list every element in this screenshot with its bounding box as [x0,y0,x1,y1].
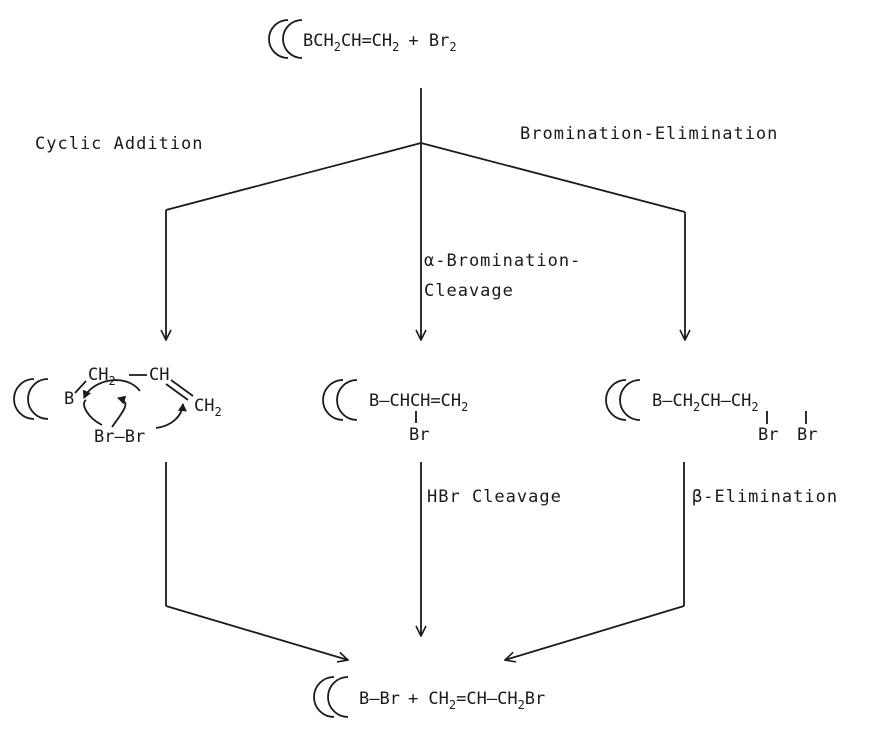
svg-text:CH2: CH2 [88,365,116,388]
product-sub1: 2 [449,698,456,712]
label-cyclic-addition: Cyclic Addition [35,134,204,154]
products: B—Br+ CH2=CH—CH2Br [313,676,545,718]
borane-bicyclic-icon [313,676,349,718]
borane-bicyclic-icon [13,378,49,420]
svg-text:B—Br+ CH2=CH—CH2Br: B—Br+ CH2=CH—CH2Br [359,689,545,712]
svg-text:B—CHCH=CH2: B—CHCH=CH2 [369,391,468,414]
product-boron-bromide: B—Br [359,689,400,709]
bottom-converge-lines [165,462,685,660]
top-branch-lines [166,88,685,340]
left-ch2-b-sub: 2 [214,405,221,419]
label-beta-elimination: β-Elimination [692,487,838,507]
svg-text:BCH2CH=CH2+ Br2: BCH2CH=CH2+ Br2 [303,31,457,54]
label-hbr-cleavage: HBr Cleavage [427,487,562,507]
right-br-1: Br [758,425,778,445]
intermediate-left: B CH2 CH CH2 Br—Br [13,365,222,447]
reactant-sub1: 2 [334,40,341,54]
label-alpha-bromination: α-Bromination- [424,251,581,271]
right-formula-a: B—CH [652,391,693,411]
reactant-plus: + Br [408,31,449,51]
svg-text:CH2: CH2 [194,396,222,419]
reactant-sub2: 2 [392,40,399,54]
left-ch: CH [149,365,169,385]
right-sub-a: 2 [693,400,700,414]
product-mid: =CH—CH [456,689,517,709]
right-formula-b: CH—CH [700,391,751,411]
intermediate-right: B—CH2CH—CH2 Br Br [605,379,817,445]
product-plus: + CH [408,689,449,709]
product-sub2: 2 [518,698,525,712]
reactant-mid: CH=CH [341,31,392,51]
label-bromination-elimination: Bromination-Elimination [520,124,778,144]
reactant-chain: CH [313,31,333,51]
product-end: Br [525,689,545,709]
borane-bicyclic-icon [605,379,641,421]
intermediate-center: B—CHCH=CH2 Br [322,379,468,445]
reactant-sub3: 2 [449,40,456,54]
right-sub-b: 2 [751,400,758,414]
left-ch2-a: CH [88,365,108,385]
label-cleavage: Cleavage [424,281,514,301]
borane-bicyclic-icon [322,379,358,421]
center-sub: 2 [461,400,468,414]
left-boron: B [64,389,74,409]
center-br: Br [409,425,429,445]
svg-text:B—CH2CH—CH2: B—CH2CH—CH2 [652,391,759,414]
left-br-br: Br—Br [94,427,145,447]
center-formula: B—CHCH=CH [369,391,461,411]
borane-bicyclic-icon [268,19,303,59]
reactant: BCH2CH=CH2+ Br2 [268,19,457,59]
left-ch2-b: CH [194,396,214,416]
electron-push-arrows [82,379,187,429]
reactant-boron: B [303,31,313,51]
right-br-2: Br [797,425,817,445]
